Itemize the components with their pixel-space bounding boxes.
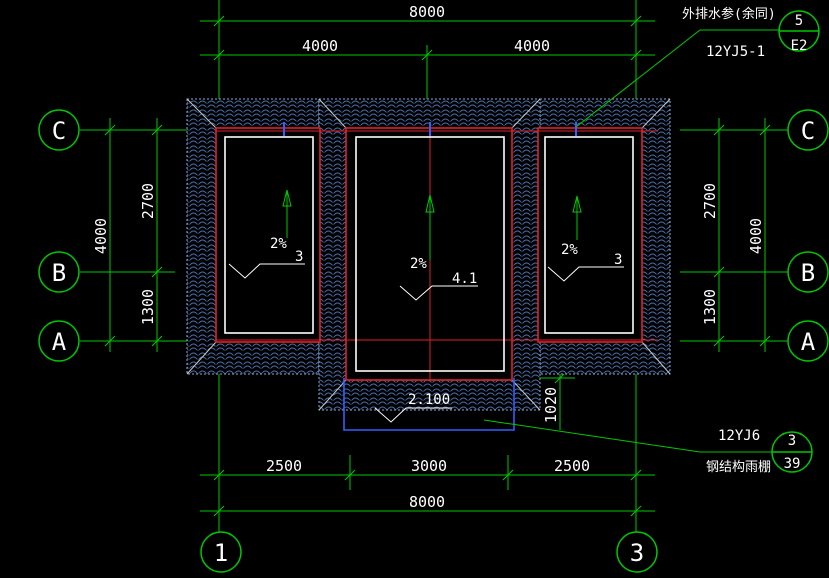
dim-bottom-2500a: 2500 — [266, 457, 302, 475]
roof-interiors — [216, 128, 642, 380]
center-roof-slope: 2% — [410, 256, 427, 272]
elevation-markers — [228, 263, 624, 423]
left-roof-slope: 2% — [270, 236, 287, 252]
axis-label-3: 3 — [630, 539, 644, 567]
canopy-ref-bottom: 39 — [784, 456, 801, 472]
wall-outlines — [224, 136, 634, 372]
canopy-ref-top: 3 — [788, 433, 796, 449]
canopy-standard: 12YJ6 — [718, 428, 760, 444]
axis-label-c-left: C — [52, 117, 66, 145]
dim-right-1300: 1300 — [701, 289, 719, 325]
drain-note: 外排水参(余同) — [682, 6, 776, 22]
drain-ref-top: 5 — [795, 13, 803, 29]
axis-label-a-right: A — [801, 328, 816, 356]
dim-bottom-total: 8000 — [409, 493, 445, 511]
hip-lines — [186, 98, 671, 411]
right-roof-slope: 2% — [561, 242, 578, 258]
slope-arrows — [282, 189, 582, 260]
dim-top-left: 4000 — [302, 37, 338, 55]
dim-right-4000: 4000 — [747, 218, 765, 254]
dim-top-total: 8000 — [409, 3, 445, 21]
dim-left-2700: 2700 — [139, 183, 157, 219]
right-dimension-lines — [713, 118, 771, 352]
axis-label-b-left: B — [52, 259, 66, 287]
right-roof-elevation: 3 — [614, 252, 622, 268]
dim-bottom-3000: 3000 — [411, 457, 447, 475]
axis-label-b-right: B — [801, 259, 815, 287]
dim-bottom-2500b: 2500 — [554, 457, 590, 475]
callout-leaders — [483, 29, 780, 453]
canopy-note: 钢结构雨棚 — [706, 460, 771, 475]
dim-top-right: 4000 — [514, 37, 550, 55]
canopy — [343, 378, 515, 431]
canopy-elevation: 2.100 — [408, 392, 450, 408]
axis-label-a-left: A — [52, 328, 67, 356]
dim-canopy-1020: 1020 — [542, 387, 560, 423]
axis-label-c-right: C — [801, 117, 815, 145]
axis-label-1: 1 — [214, 539, 228, 567]
axis-bubbles — [38, 109, 829, 573]
center-roof-elevation: 4.1 — [452, 271, 477, 287]
left-roof-elevation: 3 — [295, 249, 303, 265]
canopy-dimension-lines — [535, 372, 575, 430]
drain-outlets — [283, 122, 577, 136]
top-dimension-lines — [200, 15, 655, 100]
dim-left-1300: 1300 — [139, 289, 157, 325]
reference-bubbles — [771, 10, 820, 473]
dim-right-2700: 2700 — [701, 183, 719, 219]
left-dimension-lines — [104, 118, 163, 352]
drain-ref-bottom: E2 — [791, 38, 808, 54]
bottom-dimension-lines — [200, 455, 655, 517]
dim-left-4000: 4000 — [92, 218, 110, 254]
drain-standard: 12YJ5-1 — [706, 44, 765, 60]
